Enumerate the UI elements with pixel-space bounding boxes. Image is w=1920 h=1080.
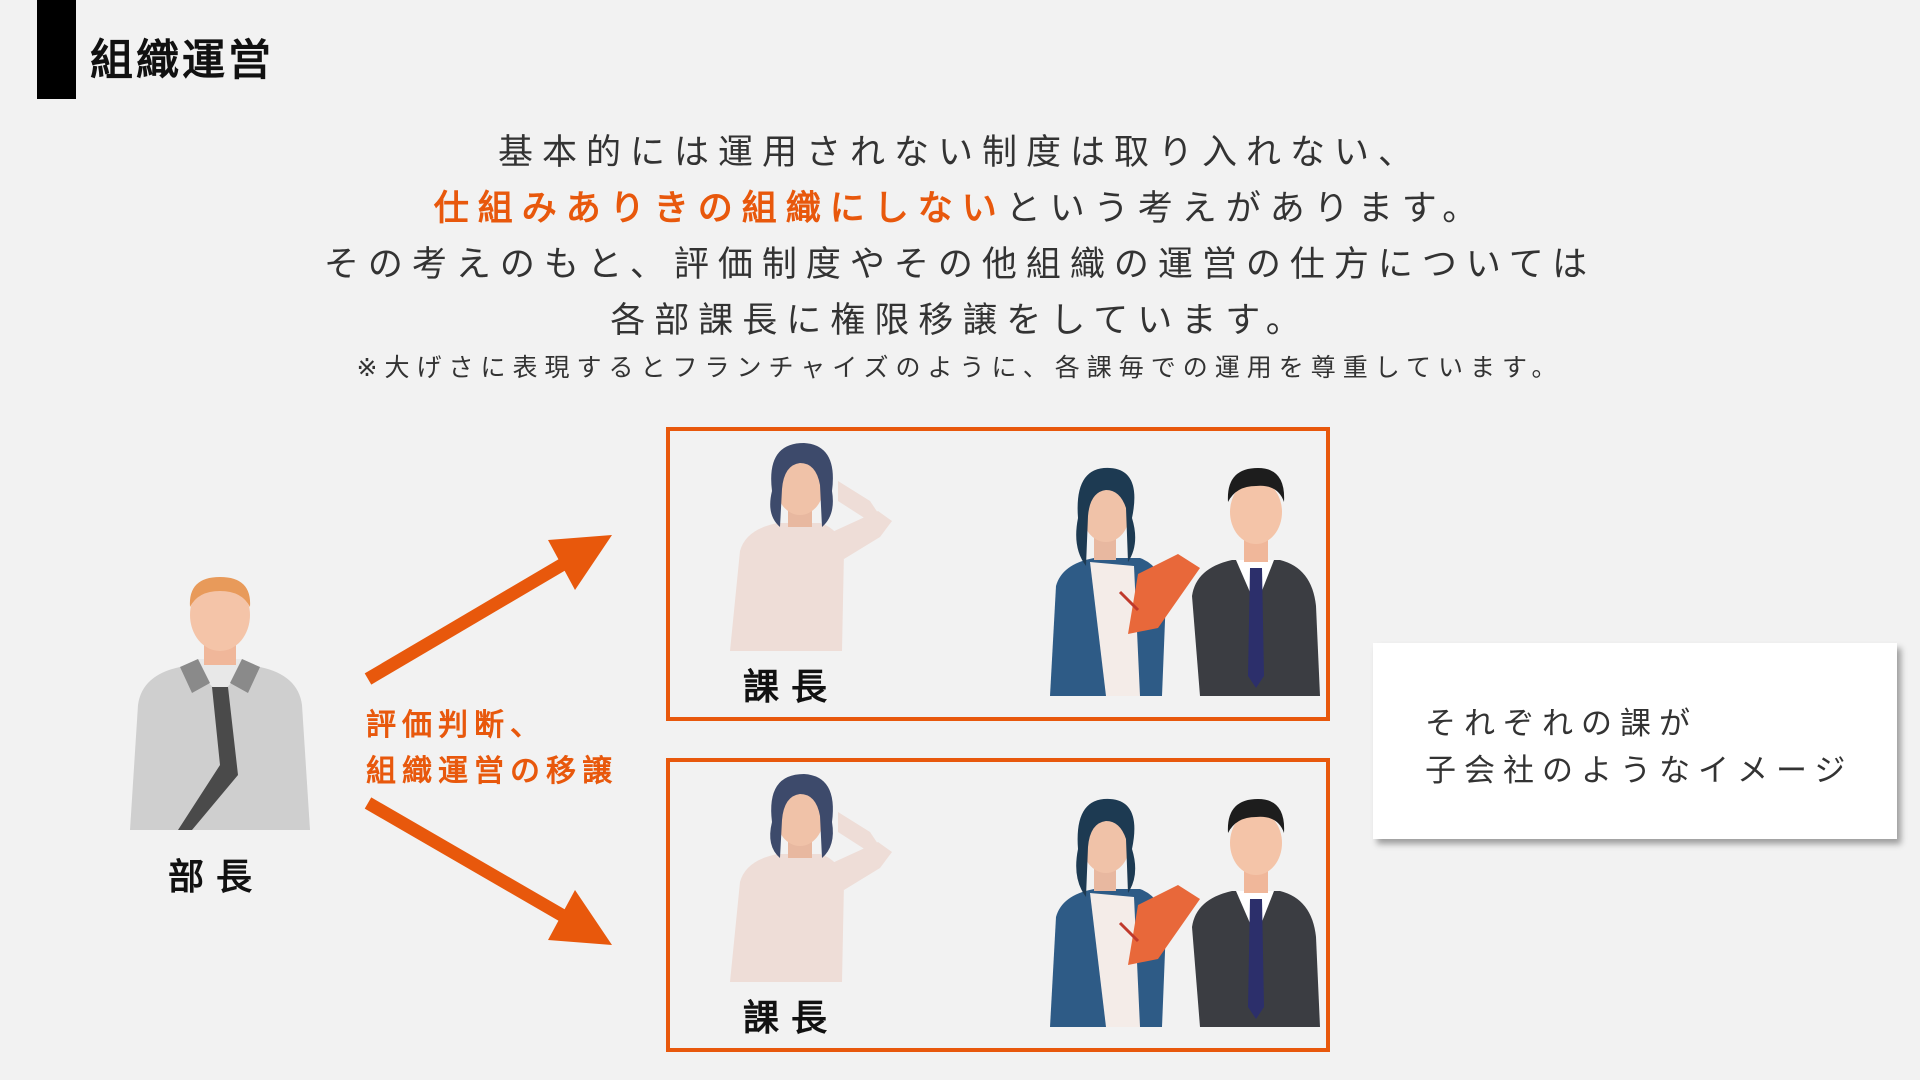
department-head-label: 部長	[168, 857, 265, 898]
section-panel-bottom: 課長	[666, 758, 1330, 1052]
section-chief-label-top: 課長	[743, 667, 840, 708]
intro-line-2: 仕組みありきの組織にしないという考えがあります。	[0, 180, 1920, 231]
subsidiary-callout: それぞれの課が 子会社のようなイメージ	[1373, 643, 1897, 839]
delegation-text-1: 評価判断、	[366, 708, 546, 743]
arrow-up-head	[548, 535, 612, 590]
callout-line-2: 子会社のようなイメージ	[1425, 753, 1854, 789]
intro-line-3: その考えのもと、評価制度やその他組織の運営の仕方については	[323, 245, 1597, 285]
woman-thinking-figure	[730, 443, 892, 651]
section-chief-label-bottom: 課長	[743, 998, 840, 1039]
intro-line-1: 基本的には運用されない制度は取り入れない、	[497, 133, 1422, 173]
arrow-down	[364, 797, 569, 923]
arrow-down-head	[548, 890, 612, 945]
department-head-figure	[130, 577, 310, 830]
delegation-text-2: 組織運営の移譲	[366, 754, 618, 789]
intro-highlight: 仕組みありきの組織にしない	[433, 189, 1006, 229]
business-couple-figure	[1050, 798, 1320, 1027]
woman-thinking-figure	[730, 774, 892, 982]
business-couple-figure	[1050, 467, 1320, 696]
title-bar-accent	[37, 0, 76, 99]
page-title: 組織運営	[90, 36, 274, 86]
callout-line-1: それぞれの課が	[1425, 706, 1698, 742]
arrow-up	[364, 557, 569, 685]
intro-note: ※大げさに表現するとフランチャイズのように、各課毎での運用を尊重しています。	[356, 353, 1564, 382]
intro-line-4: 各部課長に権限移譲をしています。	[610, 301, 1310, 341]
intro-line-2-rest: という考えがあります。	[1005, 189, 1487, 229]
section-panel-top: 課長	[666, 427, 1330, 721]
